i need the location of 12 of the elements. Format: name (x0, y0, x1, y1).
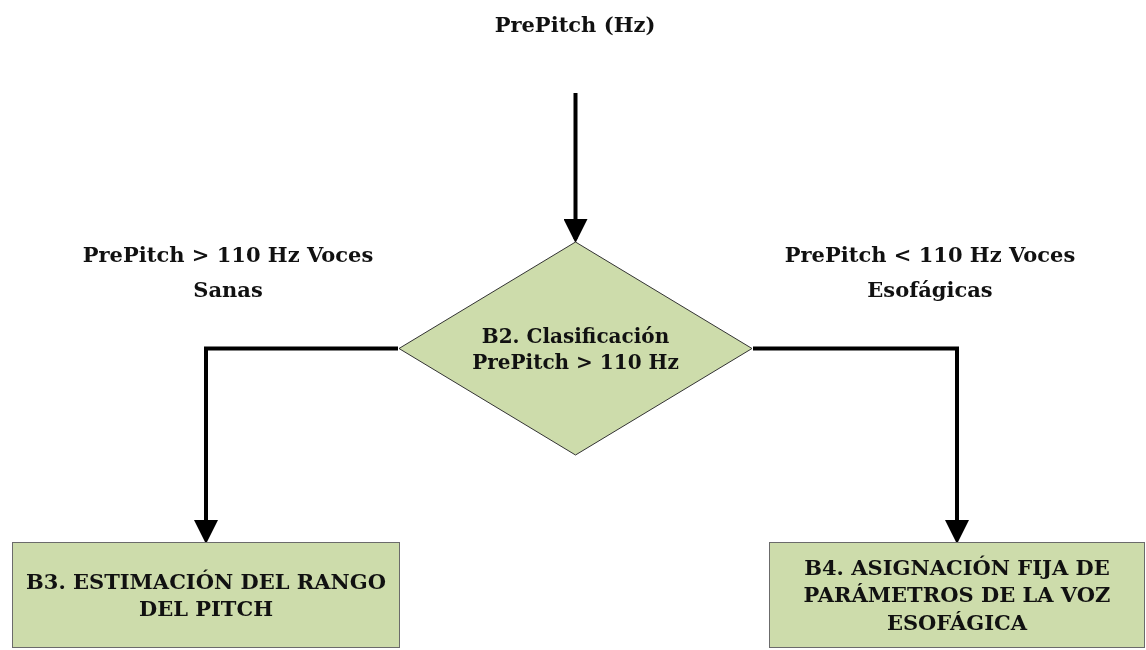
input-label: PrePitch (Hz) (493, 11, 657, 39)
branch-label: PrePitch < 110 Hz Voces Esofágicas (783, 241, 1077, 304)
branch-label: PrePitch > 110 Hz Voces Sanas (81, 241, 375, 304)
process-box (769, 542, 1145, 648)
arrow (753, 346, 969, 544)
arrow (563, 93, 588, 243)
node-label: B3. ESTIMACIÓN DEL RANGO DEL PITCH (26, 567, 386, 623)
node-label: B2. Clasificación PrePitch > 110 Hz (471, 322, 680, 375)
decision-diamond (398, 241, 753, 456)
process-box (12, 542, 400, 648)
node-label: B4. ASIGNACIÓN FIJA DE PARÁMETROS DE LA VOZ ESOFÁGICA (802, 554, 1112, 636)
arrow (194, 346, 398, 544)
